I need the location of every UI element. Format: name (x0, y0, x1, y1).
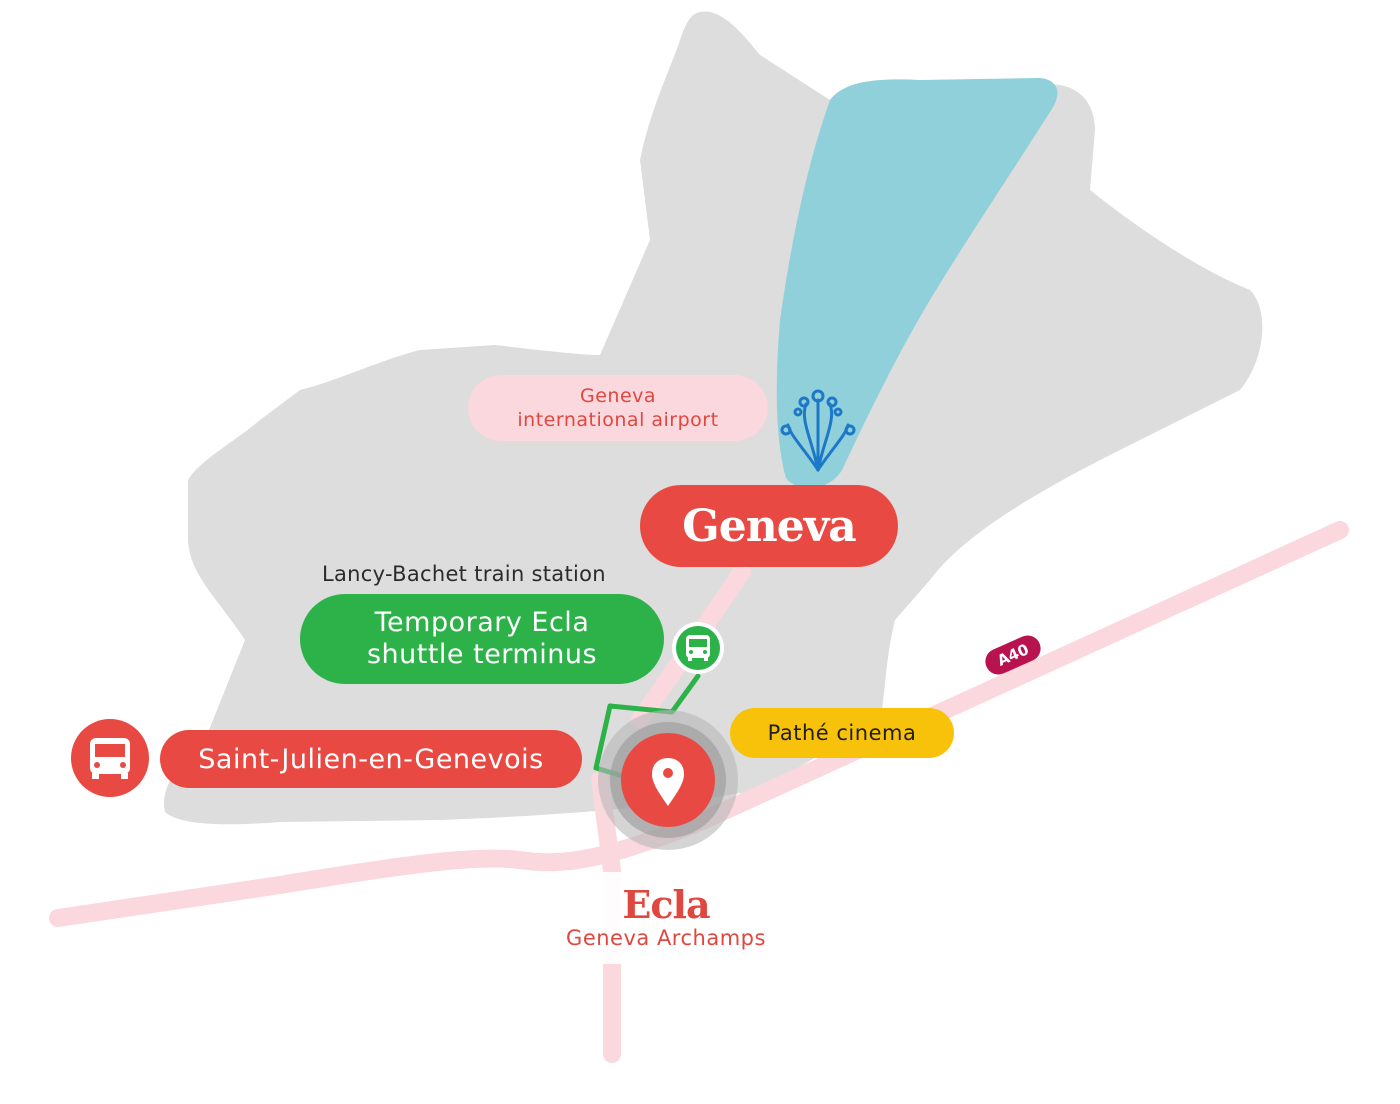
airport-label[interactable]: Geneva international airport (468, 375, 768, 441)
city-label-geneva[interactable]: Geneva (640, 485, 898, 567)
destination-title: Ecla (622, 882, 710, 927)
airport-label-line2: international airport (517, 409, 719, 431)
lake-geneva (776, 78, 1058, 489)
shuttle-label-line1: Temporary Ecla (374, 607, 590, 638)
shuttle-bus-stop[interactable] (672, 622, 724, 674)
road-south (591, 771, 621, 1063)
fountain-icon (780, 389, 856, 472)
train-station-label: Lancy-Bachet train station (322, 562, 606, 586)
destination-subtitle: Geneva Archamps (566, 926, 766, 950)
road-a40 (49, 521, 1349, 927)
destination-label[interactable]: Ecla Geneva Archamps (516, 872, 816, 964)
bus-destination-label[interactable]: Saint-Julien-en-Genevois (160, 730, 582, 788)
airport-label-line1: Geneva (579, 385, 657, 407)
cinema-label[interactable]: Pathé cinema (730, 708, 954, 758)
shuttle-label-line2: shuttle terminus (366, 639, 598, 670)
shuttle-terminus-label[interactable]: Temporary Ecla shuttle terminus (300, 594, 664, 684)
map-pin-icon (652, 758, 684, 806)
bus-icon (686, 635, 710, 661)
bus-stop-saint-julien[interactable] (71, 719, 149, 797)
ecla-location-marker[interactable] (598, 710, 738, 850)
bus-icon (90, 738, 130, 779)
